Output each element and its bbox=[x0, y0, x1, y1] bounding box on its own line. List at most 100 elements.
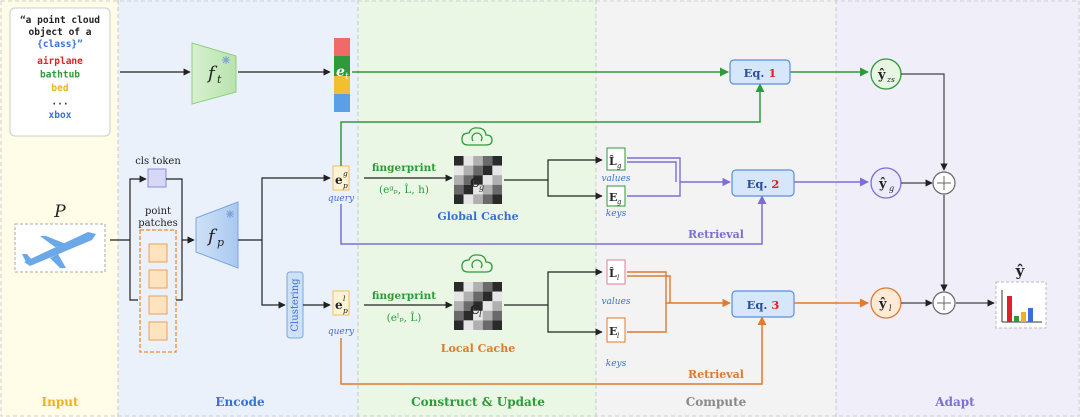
input-symbol: P bbox=[53, 202, 66, 222]
local-fingerprint-args: (eˡₚ, L̂) bbox=[387, 311, 422, 324]
global-keys-label: keys bbox=[606, 209, 627, 219]
cache-cell bbox=[473, 175, 483, 185]
output-l-main: ŷ bbox=[878, 297, 887, 312]
cache-cell bbox=[482, 175, 493, 185]
cache-cell bbox=[492, 194, 502, 204]
cache-cell bbox=[463, 301, 474, 311]
snowflake-icon bbox=[222, 56, 230, 64]
cache-cell bbox=[482, 301, 493, 311]
output-g-main: ŷ bbox=[878, 177, 887, 192]
global-query-sup: g bbox=[343, 169, 348, 178]
cache-cell bbox=[492, 184, 502, 195]
cache-cell bbox=[473, 165, 483, 176]
stage-label-encode: Encode bbox=[215, 395, 265, 409]
cache-cell bbox=[463, 320, 474, 330]
point-patches-group bbox=[139, 229, 177, 353]
cloud-refresh-icon bbox=[461, 254, 493, 273]
local-values-label: values bbox=[601, 297, 630, 307]
cache-cell bbox=[463, 310, 474, 321]
cache-cell bbox=[454, 175, 464, 185]
cache-cell bbox=[482, 282, 493, 292]
cache-cell bbox=[473, 156, 483, 166]
cache-cell bbox=[473, 184, 483, 195]
global-keys-symbol: E bbox=[609, 191, 617, 204]
global-cache-sub: g bbox=[479, 183, 484, 192]
cache-cell bbox=[463, 282, 474, 292]
local-query-sup: l bbox=[343, 294, 346, 303]
cache-cell bbox=[454, 320, 464, 330]
text-embedding-bar bbox=[334, 38, 350, 112]
snowflake-icon bbox=[226, 210, 234, 218]
cache-cell bbox=[463, 175, 474, 185]
global-query-main: e bbox=[335, 173, 343, 187]
cache-cell bbox=[473, 282, 483, 292]
eq2-label: Eq. 2 bbox=[747, 177, 780, 191]
prompt-box bbox=[9, 7, 111, 137]
global-cache-name: Global Cache bbox=[437, 210, 518, 223]
local-query-label: query bbox=[328, 327, 355, 337]
prompt-line-2: object of a bbox=[29, 27, 92, 38]
local-keys-sub: l bbox=[617, 332, 619, 340]
local-values-sub: l bbox=[617, 274, 619, 282]
output-zs-node bbox=[870, 58, 902, 90]
text-encoder-sub: t bbox=[217, 73, 222, 86]
airplane-icon bbox=[22, 232, 96, 268]
cache-cell bbox=[492, 165, 502, 176]
sum-node-lower bbox=[932, 291, 956, 315]
point-encoder bbox=[195, 201, 239, 269]
global-values-symbol: L̂ bbox=[609, 155, 617, 168]
text-encoder bbox=[191, 42, 237, 105]
class-item: xbox bbox=[49, 110, 72, 121]
cache-cell bbox=[482, 320, 493, 330]
clustering-label: Clustering bbox=[290, 278, 301, 332]
eq3-box bbox=[731, 290, 795, 318]
point-encoder-sub: p bbox=[217, 236, 224, 249]
class-item: airplane bbox=[37, 56, 83, 67]
stage-adapt-bg bbox=[836, 0, 1080, 417]
stage-label-input: Input bbox=[42, 395, 79, 409]
cache-cell bbox=[492, 282, 502, 292]
cache-cell bbox=[454, 194, 464, 204]
local-values-token bbox=[606, 259, 626, 285]
eq1-label: Eq. 1 bbox=[744, 66, 777, 80]
global-cache-grid bbox=[454, 156, 502, 204]
local-query-token bbox=[332, 290, 350, 316]
stage-label-compute: Compute bbox=[686, 395, 747, 409]
global-cache-symbol: C bbox=[470, 176, 480, 190]
output-g-sub: g bbox=[889, 184, 894, 193]
point-patches bbox=[148, 243, 168, 341]
prompt-line-3: {class}” bbox=[37, 39, 83, 50]
cache-cell bbox=[482, 184, 493, 195]
cache-cell bbox=[482, 194, 493, 204]
text-embedding-main: e bbox=[336, 64, 345, 80]
cache-cell bbox=[463, 194, 474, 204]
global-keys-token bbox=[606, 185, 626, 207]
stage-label-construct: Construct & Update bbox=[411, 395, 545, 409]
sum-node-upper bbox=[932, 171, 956, 195]
output-zs-main: ŷ bbox=[877, 68, 886, 83]
cache-cell bbox=[463, 165, 474, 176]
cache-cell bbox=[492, 320, 502, 330]
cache-cell bbox=[463, 291, 474, 302]
output-l-sub: l bbox=[889, 304, 892, 313]
local-keys-symbol: E bbox=[609, 325, 617, 338]
cache-cell bbox=[492, 310, 502, 321]
cache-cell bbox=[454, 184, 464, 195]
local-cache-sub: l bbox=[479, 310, 482, 319]
text-embedding-sub: t bbox=[345, 72, 349, 82]
cache-cell bbox=[454, 291, 464, 302]
output-zs-sub: zs bbox=[886, 75, 895, 84]
global-values-sub: g bbox=[617, 162, 622, 170]
cache-cell bbox=[473, 194, 483, 204]
prompt-line-1: “a point cloud bbox=[20, 15, 100, 26]
global-retrieval-label: Retrieval bbox=[688, 228, 744, 241]
class-item: ... bbox=[51, 97, 68, 108]
cache-cell bbox=[482, 165, 493, 176]
cache-cell bbox=[463, 184, 474, 195]
global-query-label: query bbox=[328, 194, 355, 204]
cache-cell bbox=[482, 156, 493, 166]
final-output-label: ŷ bbox=[1015, 262, 1026, 280]
global-query-sub: p bbox=[343, 181, 348, 190]
